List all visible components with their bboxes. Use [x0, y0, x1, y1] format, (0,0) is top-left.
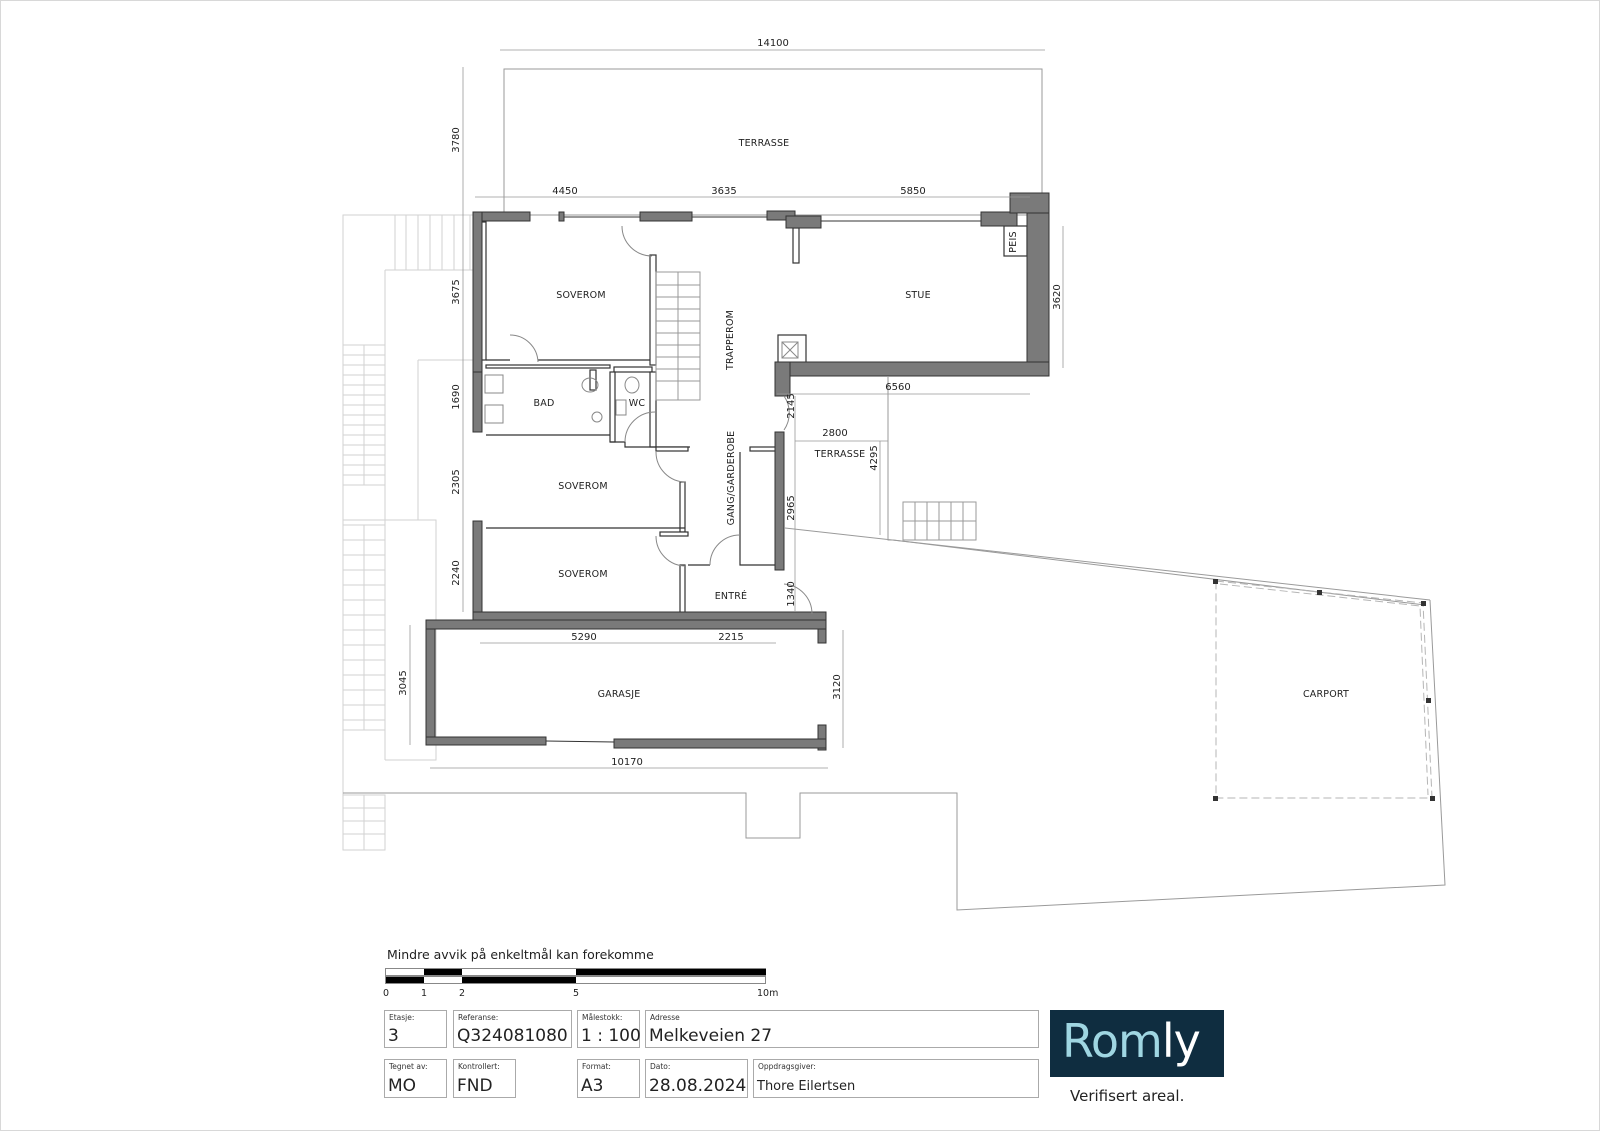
room-label-trapperom: TRAPPEROM — [725, 310, 736, 371]
disclaimer-note: Mindre avvik på enkeltmål kan forekomme — [387, 947, 654, 962]
title-cell-kontrollert: Kontrollert: FND — [453, 1059, 516, 1098]
dim-3675: 3675 — [451, 279, 462, 304]
site-outline — [342, 214, 473, 851]
dato-label: Dato: — [650, 1062, 671, 1071]
scale-tick: 5 — [573, 988, 580, 999]
malestokk-label: Målestokk: — [582, 1013, 623, 1022]
dimension-lines — [409, 49, 1064, 769]
format-label: Format: — [582, 1062, 611, 1071]
dim-2800: 2800 — [822, 428, 847, 439]
room-label-soverom: SOVEROM — [558, 481, 608, 492]
fixtures — [484, 341, 799, 424]
dim-4295: 4295 — [869, 445, 880, 470]
dim-2145: 2145 — [786, 393, 797, 418]
tegnet-av-label: Tegnet av: — [389, 1062, 428, 1071]
interior-walls — [479, 221, 1028, 616]
title-cell-malestokk: Målestokk: 1 : 100 — [577, 1010, 641, 1048]
title-cell-etasje: Etasje: 3 — [384, 1010, 447, 1048]
scale-tick: 0 — [383, 988, 390, 999]
title-cell-adresse: Adresse Melkeveien 27 — [645, 1010, 1039, 1048]
kontrollert-label: Kontrollert: — [458, 1062, 500, 1071]
scale-tick: 10m — [757, 988, 779, 999]
dim-5290: 5290 — [571, 632, 596, 643]
main-stair — [655, 271, 701, 401]
dim-3045: 3045 — [398, 670, 409, 695]
etasje-label: Etasje: — [389, 1013, 415, 1022]
dim-3780: 3780 — [451, 127, 462, 152]
title-cell-oppdragsgiver: Oppdragsgiver: Thore Eilertsen — [753, 1059, 1039, 1098]
room-label-entre: ENTRÉ — [715, 590, 748, 602]
dato-value: 28.08.2024 — [649, 1076, 747, 1096]
logo-wordmark: Romly — [1062, 1014, 1201, 1068]
oppdragsgiver-value: Thore Eilertsen — [757, 1079, 856, 1094]
dim-3120: 3120 — [832, 674, 843, 699]
dim-2215: 2215 — [718, 632, 743, 643]
romly-logo: Romly — [1050, 1010, 1224, 1077]
logo-part-ly: ly — [1161, 1014, 1201, 1068]
room-label-gang-garderobe: GANG/GARDEROBE — [726, 431, 737, 526]
title-cell-dato: Dato: 28.08.2024 — [645, 1059, 748, 1098]
kontrollert-value: FND — [457, 1076, 493, 1096]
room-label-peis: PEIS — [1008, 231, 1019, 252]
referanse-label: Referanse: — [458, 1013, 499, 1022]
scale-tick: 2 — [459, 988, 466, 999]
dim-4450: 4450 — [552, 186, 577, 197]
dim-10170: 10170 — [611, 757, 643, 768]
dimension-labels: 14100 3780 4450 3635 5850 3675 1690 2305… — [398, 38, 1063, 768]
referanse-value: Q324081080 — [457, 1026, 568, 1046]
dim-2305: 2305 — [451, 469, 462, 494]
scale-bar — [385, 968, 766, 986]
tegnet-av-value: MO — [388, 1076, 417, 1096]
dim-6560: 6560 — [885, 382, 910, 393]
brand-tagline: Verifisert areal. — [1070, 1087, 1185, 1105]
etasje-value: 3 — [388, 1026, 399, 1046]
dim-3635: 3635 — [711, 186, 736, 197]
structural-walls — [425, 192, 1050, 751]
title-cell-format: Format: A3 — [577, 1059, 640, 1098]
logo-part-rom: Rom — [1062, 1014, 1163, 1068]
carport-posts — [1213, 579, 1435, 801]
dim-2240: 2240 — [451, 560, 462, 585]
dim-3620: 3620 — [1052, 284, 1063, 309]
room-label-soverom: SOVEROM — [558, 569, 608, 580]
room-labels: TERRASSE SOVEROM STUE PEIS TRAPPEROM BAD… — [534, 138, 1349, 700]
dim-1340: 1340 — [786, 581, 797, 606]
room-label-stue: STUE — [905, 290, 931, 301]
title-cell-tegnet-av: Tegnet av: MO — [384, 1059, 447, 1098]
room-label-terrasse-side: TERRASSE — [814, 449, 866, 460]
room-label-soverom: SOVEROM — [556, 290, 606, 301]
terrace-outlines — [343, 68, 1446, 911]
scale-tick: 1 — [421, 988, 428, 999]
oppdragsgiver-label: Oppdragsgiver: — [758, 1062, 816, 1071]
dim-5850: 5850 — [900, 186, 925, 197]
adresse-label: Adresse — [650, 1013, 680, 1022]
malestokk-value: 1 : 100 — [581, 1026, 641, 1046]
format-value: A3 — [581, 1076, 604, 1096]
window-lines — [545, 216, 981, 743]
dim-1690: 1690 — [451, 384, 462, 409]
room-label-bad: BAD — [534, 398, 555, 409]
dim-14100: 14100 — [757, 38, 789, 49]
dim-2965: 2965 — [786, 495, 797, 520]
title-cell-referanse: Referanse: Q324081080 — [453, 1010, 572, 1048]
room-label-wc: WC — [629, 398, 646, 409]
room-label-carport: CARPORT — [1303, 689, 1349, 700]
room-label-terrasse: TERRASSE — [738, 138, 790, 149]
door-swings — [509, 225, 813, 615]
adresse-value: Melkeveien 27 — [649, 1026, 773, 1046]
room-label-garasje: GARASJE — [598, 689, 641, 700]
